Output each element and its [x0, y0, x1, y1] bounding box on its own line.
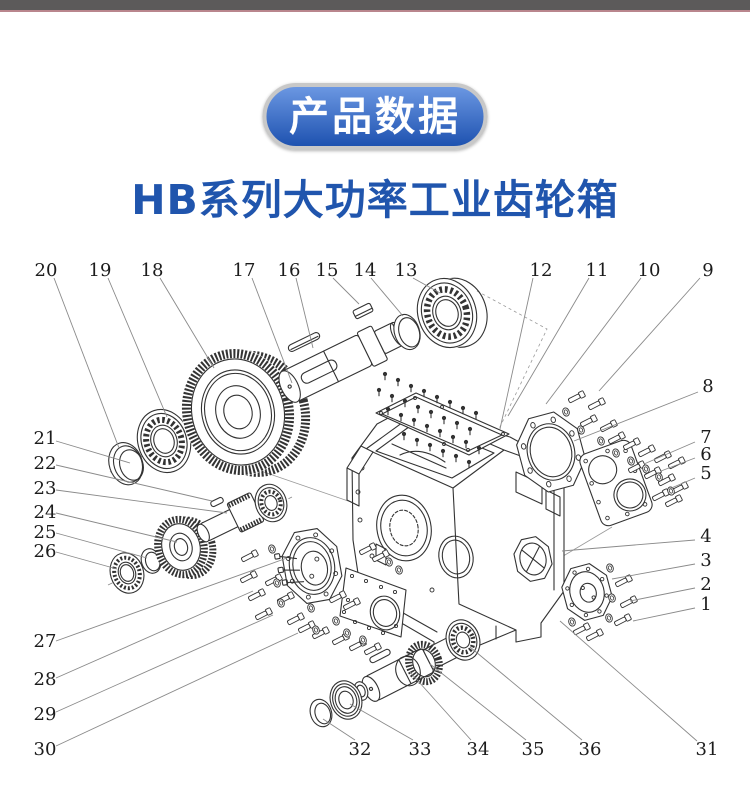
part-number-10: 10 [638, 260, 661, 281]
bearing-13 [416, 277, 488, 349]
gear-section-35 [405, 640, 443, 686]
badge-label: 产品数据 [289, 93, 461, 140]
part-number-36: 36 [579, 739, 602, 760]
part-number-34: 34 [467, 739, 490, 760]
part-number-24: 24 [34, 502, 57, 523]
part-number-15: 15 [316, 260, 339, 281]
part-number-21: 21 [34, 428, 57, 449]
top-cover-gasket [375, 392, 510, 456]
part-number-7: 7 [700, 427, 711, 448]
part-number-26: 26 [34, 541, 57, 562]
bearing-36 [445, 619, 481, 661]
part-number-28: 28 [34, 669, 57, 690]
part-number-4: 4 [700, 526, 711, 547]
part-number-12: 12 [530, 260, 553, 281]
part-number-32: 32 [349, 739, 372, 760]
seal-26 [109, 552, 145, 594]
part-number-11: 11 [586, 260, 609, 281]
bearing-cover-27 [274, 527, 343, 605]
part-number-16: 16 [278, 260, 301, 281]
part-number-8: 8 [702, 376, 713, 397]
input-shaft-16 [278, 321, 406, 403]
top-bar [0, 0, 750, 10]
part-number-25: 25 [34, 522, 57, 543]
part-number-5: 5 [700, 463, 711, 484]
part-number-33: 33 [409, 739, 432, 760]
key-15 [352, 302, 374, 320]
part-number-31: 31 [696, 739, 719, 760]
product-data-badge: 产品数据 [262, 83, 488, 150]
bearing-cover-3 [561, 563, 613, 621]
bearing-19 [136, 408, 192, 474]
bearing-cover-8 [516, 411, 586, 493]
part-number-30: 30 [34, 739, 57, 760]
part-number-13: 13 [395, 260, 418, 281]
shaft-step-ring [395, 655, 421, 687]
cover-plate-31 [339, 567, 407, 638]
gear-18 [181, 348, 311, 477]
part-number-18: 18 [141, 260, 164, 281]
part-number-22: 22 [34, 453, 57, 474]
part-number-20: 20 [35, 260, 58, 281]
part-number-9: 9 [702, 260, 713, 281]
part-number-23: 23 [34, 478, 57, 499]
bearing-33 [329, 680, 363, 720]
key-17 [287, 332, 321, 352]
page-title: HB系列大功率工业齿轮箱 [131, 176, 619, 224]
key-22 [210, 496, 224, 508]
part-number-19: 19 [89, 260, 112, 281]
part-number-6: 6 [700, 444, 711, 465]
part-number-17: 17 [233, 260, 256, 281]
part-number-27: 27 [34, 631, 57, 652]
part-number-35: 35 [522, 739, 545, 760]
part-number-29: 29 [34, 704, 57, 725]
accent-line [0, 10, 750, 12]
part-number-1: 1 [700, 594, 711, 615]
seal-rings-20-21 [108, 442, 144, 486]
key-output [369, 648, 391, 664]
seal-32 [309, 698, 333, 728]
bearing-intermediate [254, 483, 288, 523]
part-number-2: 2 [700, 574, 711, 595]
part-number-3: 3 [700, 550, 711, 571]
part-number-14: 14 [354, 260, 377, 281]
ring-14 [393, 313, 421, 351]
